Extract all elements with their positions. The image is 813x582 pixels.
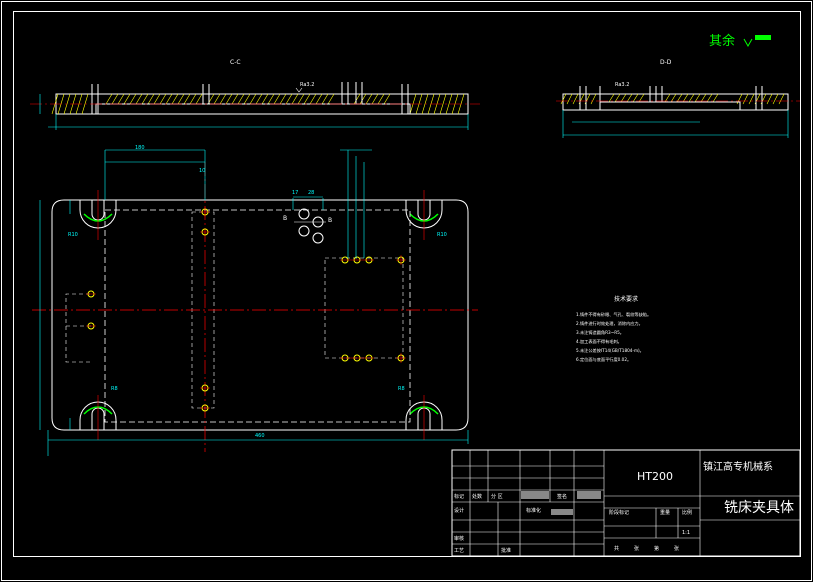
svg-text:28: 28 [308, 190, 314, 196]
svg-text:共: 共 [614, 545, 619, 552]
surface-finish-label: 其余 [709, 33, 735, 49]
requirement-item: 2.铸件进行时效处理，消除内应力。 [576, 320, 643, 327]
svg-text:张: 张 [674, 545, 679, 552]
dim-vertical-offset: 10 [199, 168, 205, 174]
svg-text:设计: 设计 [454, 507, 464, 514]
svg-text:比例: 比例 [682, 509, 692, 516]
svg-text:17: 17 [292, 190, 298, 196]
requirement-item: 5.未注公差按IT14(GB/T1804-m)。 [576, 347, 644, 354]
section-right-roughness: Ra3.2 [615, 82, 629, 88]
title-block: HT200 镇江高专机械系 铣床夹具体 标记 处数 分 区 签名 设计 标准化 … [451, 449, 801, 557]
svg-text:审核: 审核 [454, 535, 464, 542]
plan-view: 17 28 B B 180 10 460 R10 R10 R8 R8 [32, 145, 478, 456]
section-view-left: Ra3.2 [30, 82, 480, 130]
school-name: 镇江高专机械系 [703, 460, 773, 473]
svg-text:张: 张 [634, 545, 639, 552]
dim-radius-bot-right: R8 [398, 386, 405, 392]
svg-text:阶段标记: 阶段标记 [609, 509, 629, 516]
requirement-item: 3.未注铸造圆角R3~R5。 [576, 329, 624, 336]
dim-radius-bot-left: R8 [111, 386, 118, 392]
svg-text:B: B [328, 217, 332, 224]
drawing-frame [13, 11, 801, 557]
technical-requirements: 技术要求 1.铸件不得有砂眼、气孔、裂纹等缺陷。 2.铸件进行时效处理，消除内应… [576, 295, 651, 363]
svg-text:标记: 标记 [454, 493, 464, 500]
part-name: 铣床夹具体 [724, 500, 794, 516]
dim-top-span: 180 [135, 145, 145, 151]
roughness-symbol-icon [743, 35, 771, 48]
svg-text:分 区: 分 区 [491, 493, 503, 500]
requirement-item: 1.铸件不得有砂眼、气孔、裂纹等缺陷。 [576, 311, 651, 318]
svg-text:标准化: 标准化 [526, 507, 541, 514]
section-view-right: Ra3.2 [556, 82, 800, 138]
material-label: HT200 [637, 470, 673, 483]
dim-radius-top-right: R10 [437, 232, 447, 238]
svg-text:批准: 批准 [501, 547, 511, 554]
section-marker-b: 17 28 B B [283, 190, 332, 244]
section-left-roughness: Ra3.2 [300, 82, 314, 88]
svg-text:工艺: 工艺 [454, 548, 464, 554]
svg-text:B: B [283, 215, 287, 222]
section-left-title: C-C [230, 59, 241, 66]
svg-text:重量: 重量 [660, 509, 670, 516]
svg-text:第: 第 [654, 545, 659, 552]
scale-value: 1:1 [682, 530, 690, 536]
requirement-item: 4.加工表面不得有毛刺。 [576, 338, 622, 345]
requirement-item: 6.定位面与底面平行度0.02。 [576, 356, 631, 363]
svg-text:签名: 签名 [557, 493, 567, 500]
section-right-title: D-D [660, 59, 672, 66]
svg-text:处数: 处数 [472, 493, 482, 500]
dim-bottom-overall: 460 [255, 433, 265, 439]
requirements-title: 技术要求 [614, 295, 638, 303]
dim-radius-top-left: R10 [68, 232, 78, 238]
